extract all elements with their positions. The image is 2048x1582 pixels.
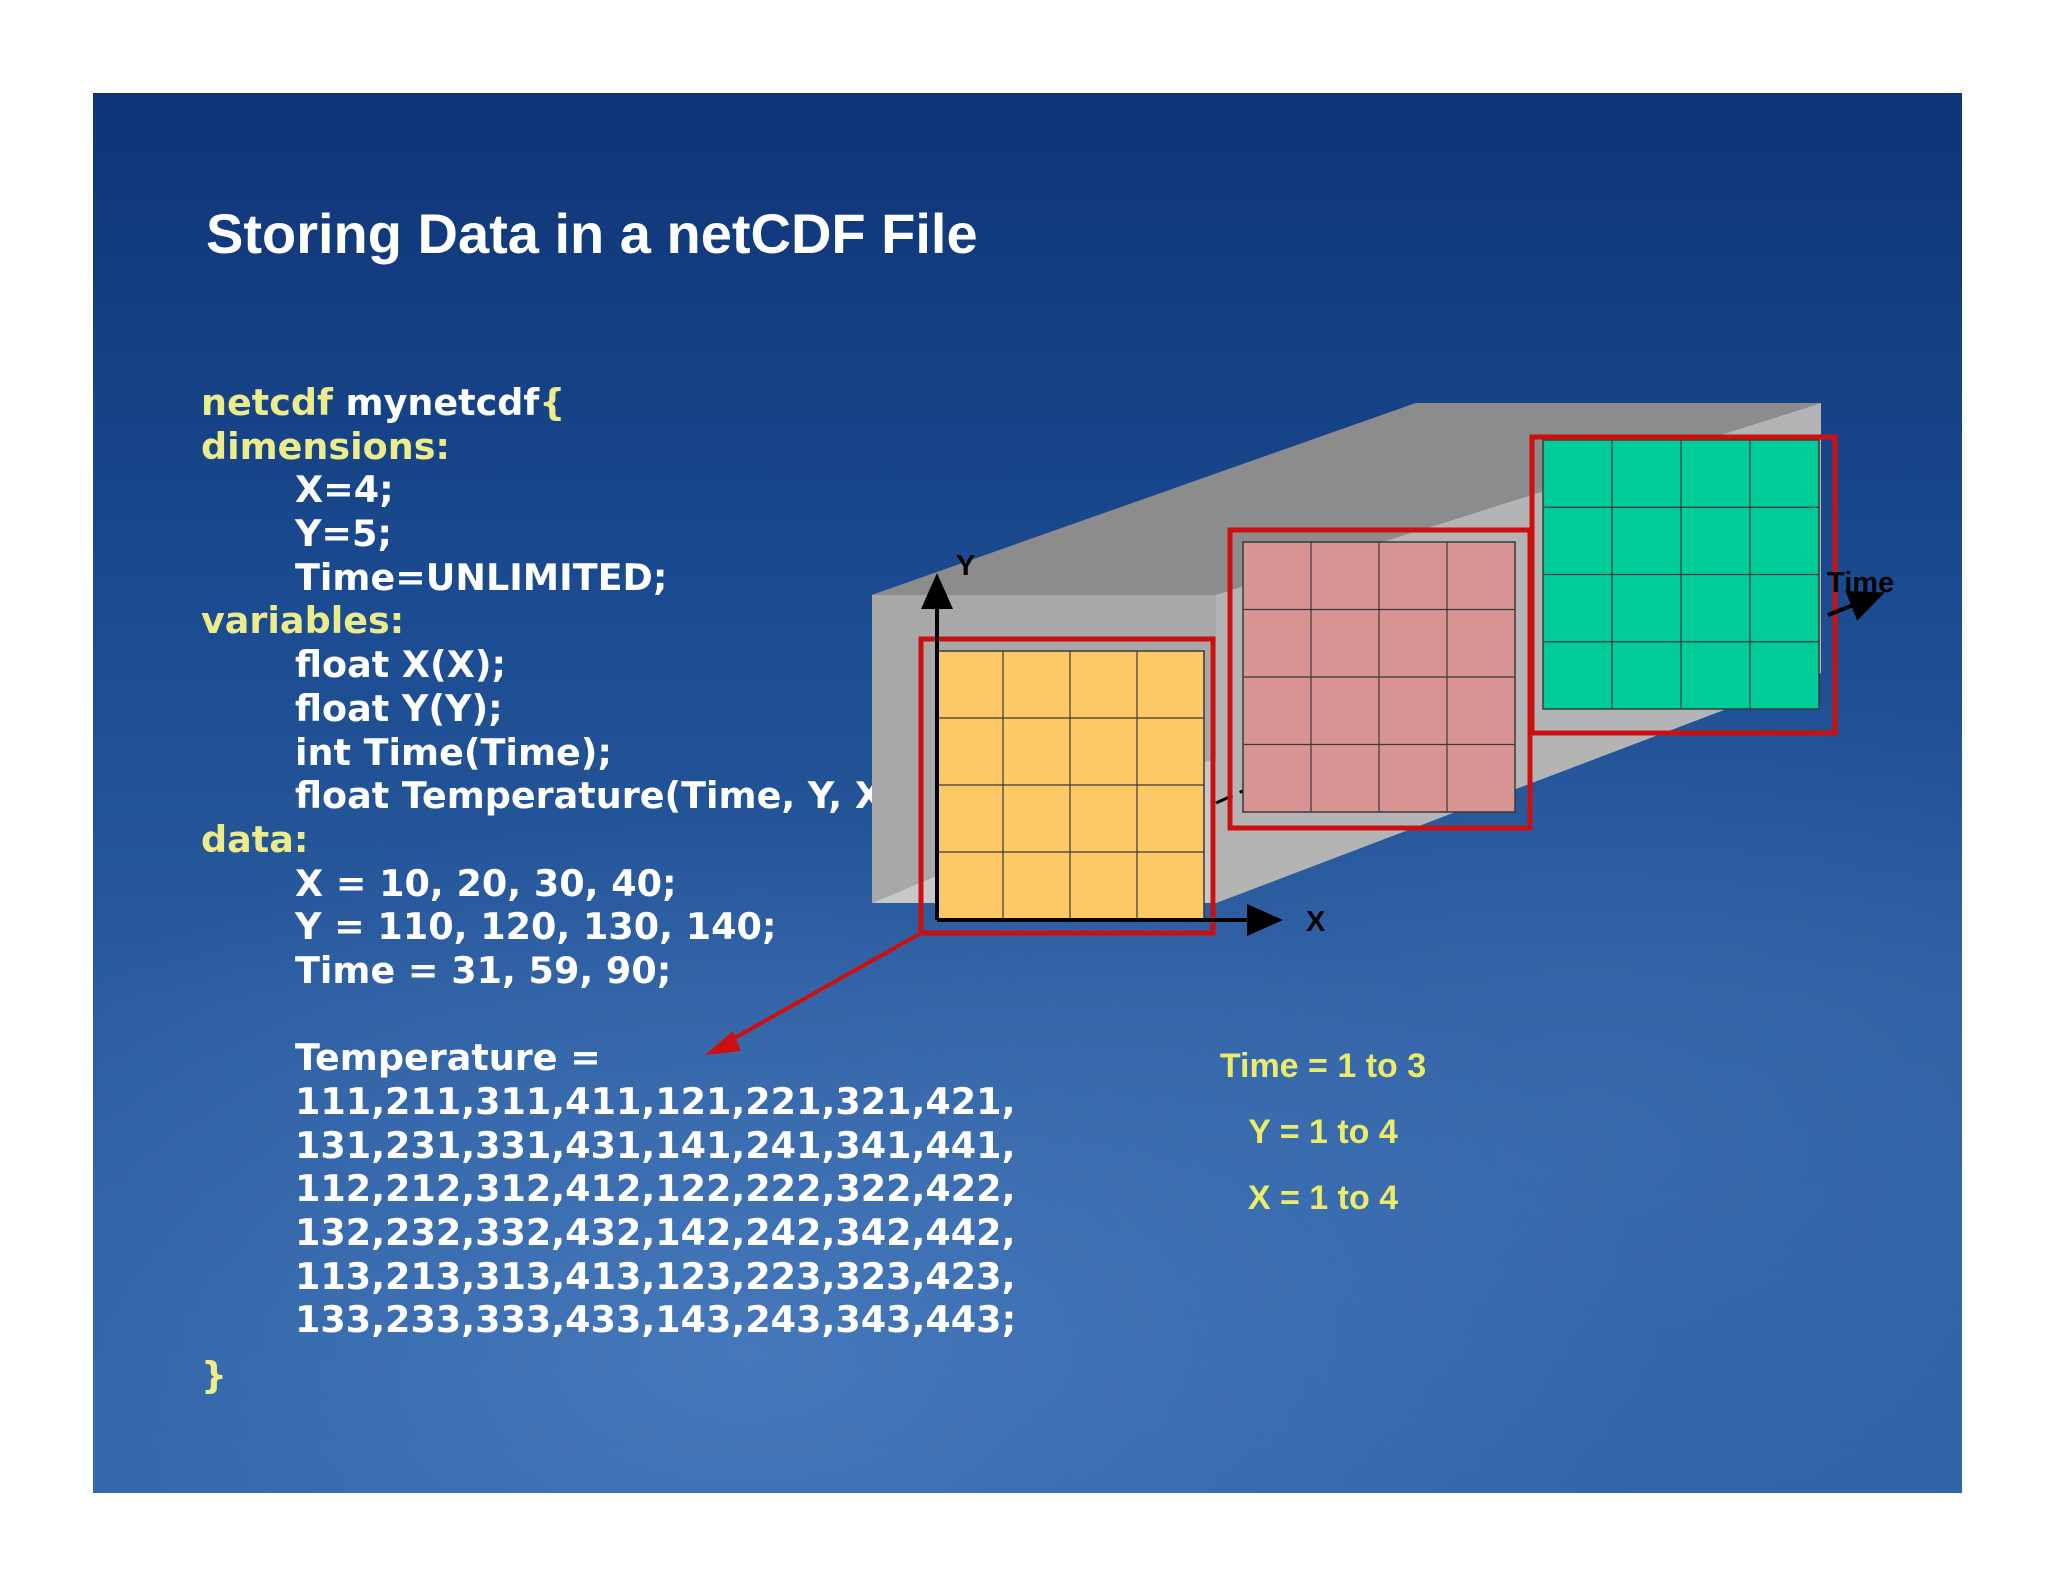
time-axis-label: Time bbox=[1827, 567, 1894, 599]
code-variables-label: variables: bbox=[201, 599, 405, 643]
x-axis-label: X bbox=[1306, 906, 1326, 938]
index-ranges: Time = 1 to 3 Y = 1 to 4 X = 1 to 4 bbox=[1193, 1033, 1453, 1231]
x-range-label: X = 1 to 4 bbox=[1247, 1179, 1399, 1217]
time-slice-1-highlight bbox=[918, 636, 1216, 936]
code-temperature-row: 111,211,311,411,121,221,321,421, bbox=[295, 1080, 1016, 1123]
code-keyword-netcdf: netcdf bbox=[201, 381, 333, 424]
code-temperature-row: 132,232,332,432,142,242,342,442, bbox=[295, 1211, 1016, 1255]
time-range-label: Time = 1 to 3 bbox=[1219, 1047, 1427, 1085]
time-slice-2-highlight bbox=[1227, 527, 1533, 831]
slide-title: Storing Data in a netCDF File bbox=[206, 202, 978, 265]
code-dimension-line: Time=UNLIMITED; bbox=[295, 555, 668, 599]
code-dimension-line: X=4; bbox=[295, 468, 394, 512]
code-temperature-row: 131,231,331,431,141,241,341,441, bbox=[295, 1123, 1016, 1167]
highlight-arrow-head bbox=[705, 1031, 741, 1055]
time-slice-3-grid bbox=[1542, 439, 1820, 710]
code-dataset-name: mynetcdf bbox=[332, 381, 540, 424]
netcdf-cube-diagram: Y X Time bbox=[705, 403, 1894, 1055]
code-dimension-line: Y=5; bbox=[295, 512, 393, 556]
y-range-label: Y = 1 to 4 bbox=[1248, 1113, 1398, 1151]
time-axis-line bbox=[1827, 590, 1885, 621]
code-data-line: X = 10, 20, 30, 40; bbox=[295, 861, 677, 905]
cdl-code-block: netcdf mynetcdf{ dimensions: X=4; Y=5; T… bbox=[201, 381, 1016, 1398]
code-variable-line: int Time(Time); bbox=[295, 730, 613, 774]
y-axis-label: Y bbox=[956, 550, 975, 582]
code-header-line: netcdf mynetcdf{ bbox=[201, 381, 1016, 425]
code-variable-line: float Y(Y); bbox=[295, 686, 503, 730]
code-temperature-row: 113,213,313,413,123,223,323,423, bbox=[295, 1254, 1016, 1298]
code-dimensions-label: dimensions: bbox=[201, 424, 451, 468]
code-data-line: Y = 110, 120, 130, 140; bbox=[295, 905, 777, 949]
code-close-brace: } bbox=[201, 1354, 227, 1398]
time-slice-2-grid bbox=[1242, 541, 1516, 813]
code-variable-line: float Temperature(Time, Y, X); bbox=[295, 774, 915, 818]
time-slice-1-grid bbox=[935, 650, 1205, 920]
code-data-label: data: bbox=[201, 817, 309, 861]
code-temperature-row: 133,233,333,433,143,243,343,443; bbox=[295, 1298, 1017, 1342]
code-open-brace: { bbox=[539, 381, 566, 424]
slide: Storing Data in a netCDF File netcdf myn… bbox=[93, 93, 1962, 1493]
highlight-connector-arrow bbox=[716, 931, 922, 1050]
code-temperature-label: Temperature = bbox=[295, 1036, 601, 1080]
code-variable-line: float X(X); bbox=[295, 643, 507, 687]
code-data-line: Time = 31, 59, 90; bbox=[295, 948, 672, 992]
code-temperature-row: 112,212,312,412,122,222,322,422, bbox=[295, 1167, 1016, 1211]
